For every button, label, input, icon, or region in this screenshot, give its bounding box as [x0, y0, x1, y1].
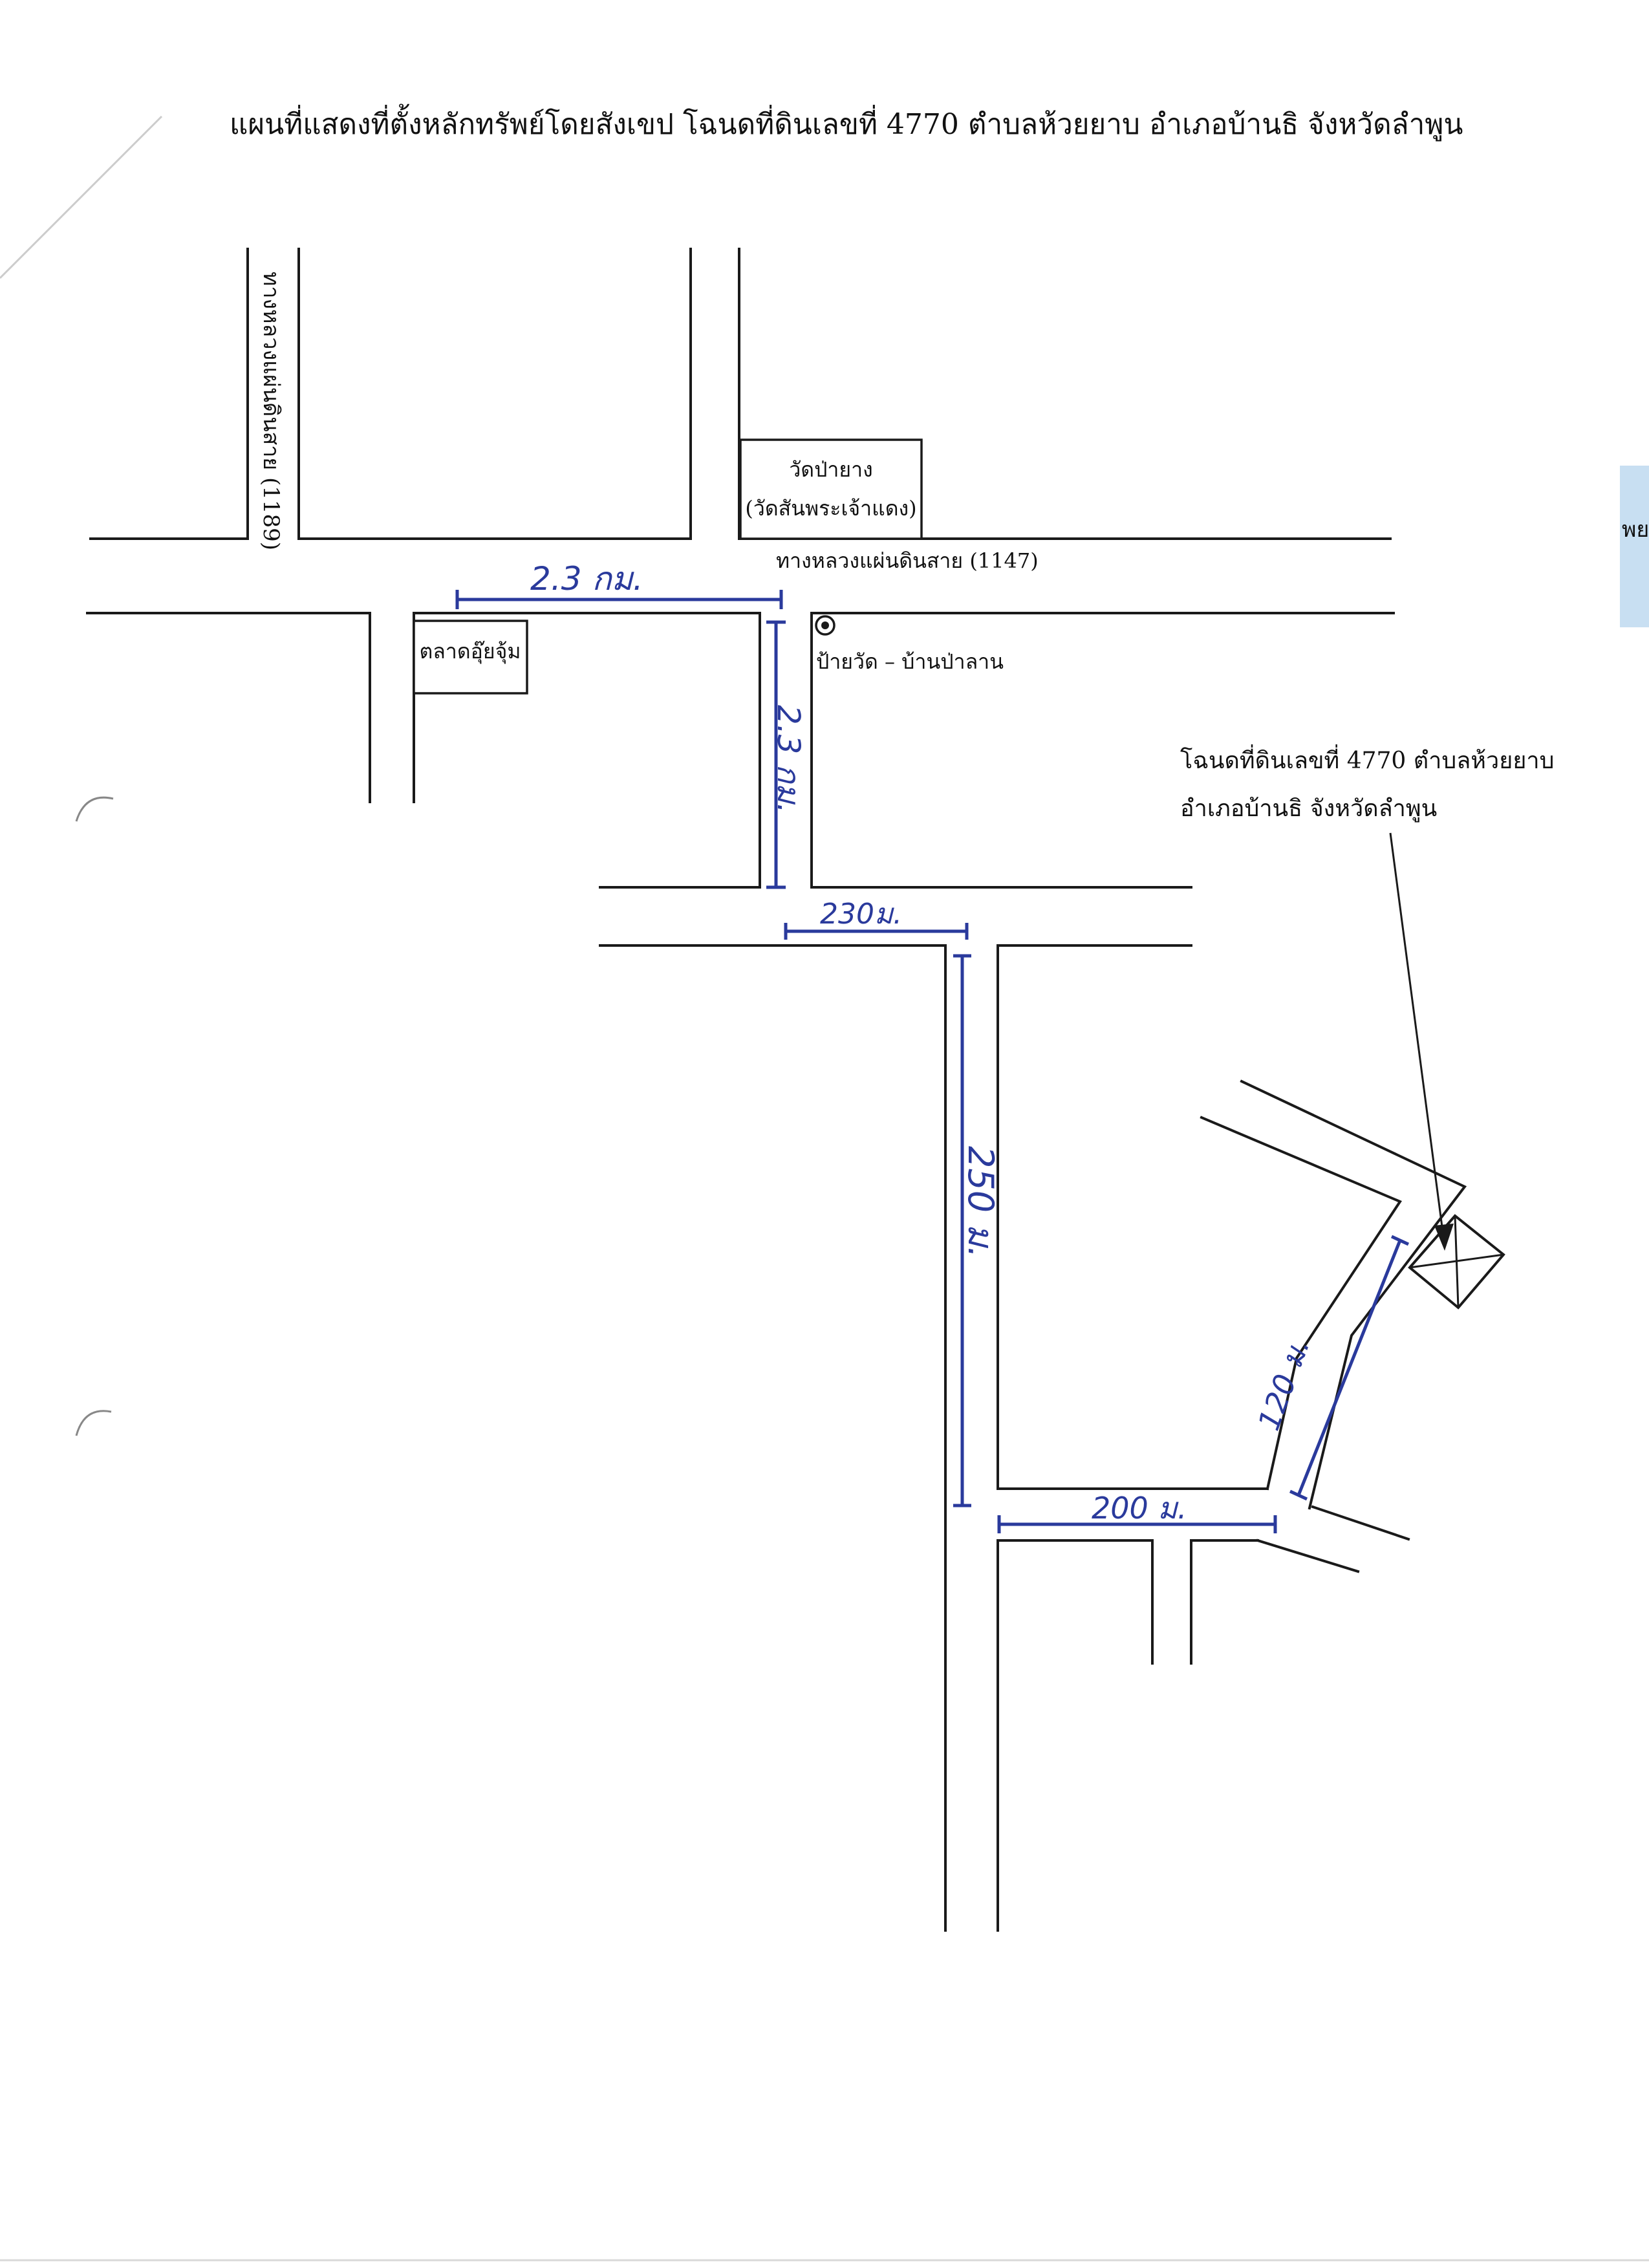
punch-hole-mark — [75, 1410, 112, 1436]
temple-name: วัดป่ายาง — [789, 457, 872, 482]
dimension-2-3km-vertical-label: 2.3 กม. — [770, 705, 806, 814]
temple-box — [739, 438, 923, 540]
page-fold-line — [0, 115, 163, 279]
dimension-250m-label: 250 ม. — [960, 1146, 1001, 1258]
edge-tab — [1620, 466, 1649, 627]
dimension-200m-label: 200 ม. — [1092, 1491, 1187, 1526]
target-plot-cross-b — [1454, 1215, 1460, 1308]
road-1147-label: ทางหลวงแผ่นดินสาย (1147) — [776, 548, 1039, 573]
dimension-250m — [953, 954, 971, 1507]
road-1189-label: ทางหลวงแผ่นดินสาย (1189) — [258, 272, 284, 550]
edge-tab-label: พย — [1622, 517, 1649, 543]
bus-stop-label: ป้ายวัด – บ้านป่าลาน — [816, 649, 1004, 674]
target-label-line2: อำเภอบ้านธิ จังหวัดลำพูน — [1180, 795, 1437, 823]
market-label: ตลาดอุ๊ยจุ้ม — [420, 639, 521, 664]
diagonal-road-end-edge — [1311, 1505, 1410, 1541]
market-box — [413, 620, 528, 695]
target-plot — [1408, 1214, 1505, 1310]
dimension-120m-label: 120 ม. — [1251, 1334, 1317, 1435]
diagonal-road-right-edge — [1240, 1079, 1467, 1510]
punch-hole-mark — [75, 796, 114, 822]
bus-stop-icon-center — [821, 621, 829, 629]
target-pointer-line — [1389, 832, 1445, 1237]
dimension-230m-label: 230ม. — [820, 898, 902, 931]
map-title: แผนที่แสดงที่ตั้งหลักทรัพย์โดยสังเขป โฉน… — [230, 103, 1463, 142]
dimension-2-3km-vertical — [766, 620, 786, 889]
dimension-200m — [997, 1515, 1277, 1533]
dimension-230m — [784, 923, 969, 940]
diagonal-road-left-edge — [1200, 1116, 1402, 1491]
dimension-2-3km-horizontal-label: 2.3 กม. — [530, 560, 643, 598]
target-pointer-arrowhead — [1434, 1224, 1454, 1251]
bottom-road-bottom-edge-c — [1256, 1539, 1360, 1573]
target-label-line1: โฉนดที่ดินเลขที่ 4770 ตำบลห้วยยาบ — [1180, 744, 1554, 774]
dimension-120m — [1289, 1235, 1410, 1501]
dimension-2-3km-horizontal — [455, 590, 783, 609]
temple-alt-name: (วัดสันพระเจ้าแดง) — [745, 496, 916, 521]
